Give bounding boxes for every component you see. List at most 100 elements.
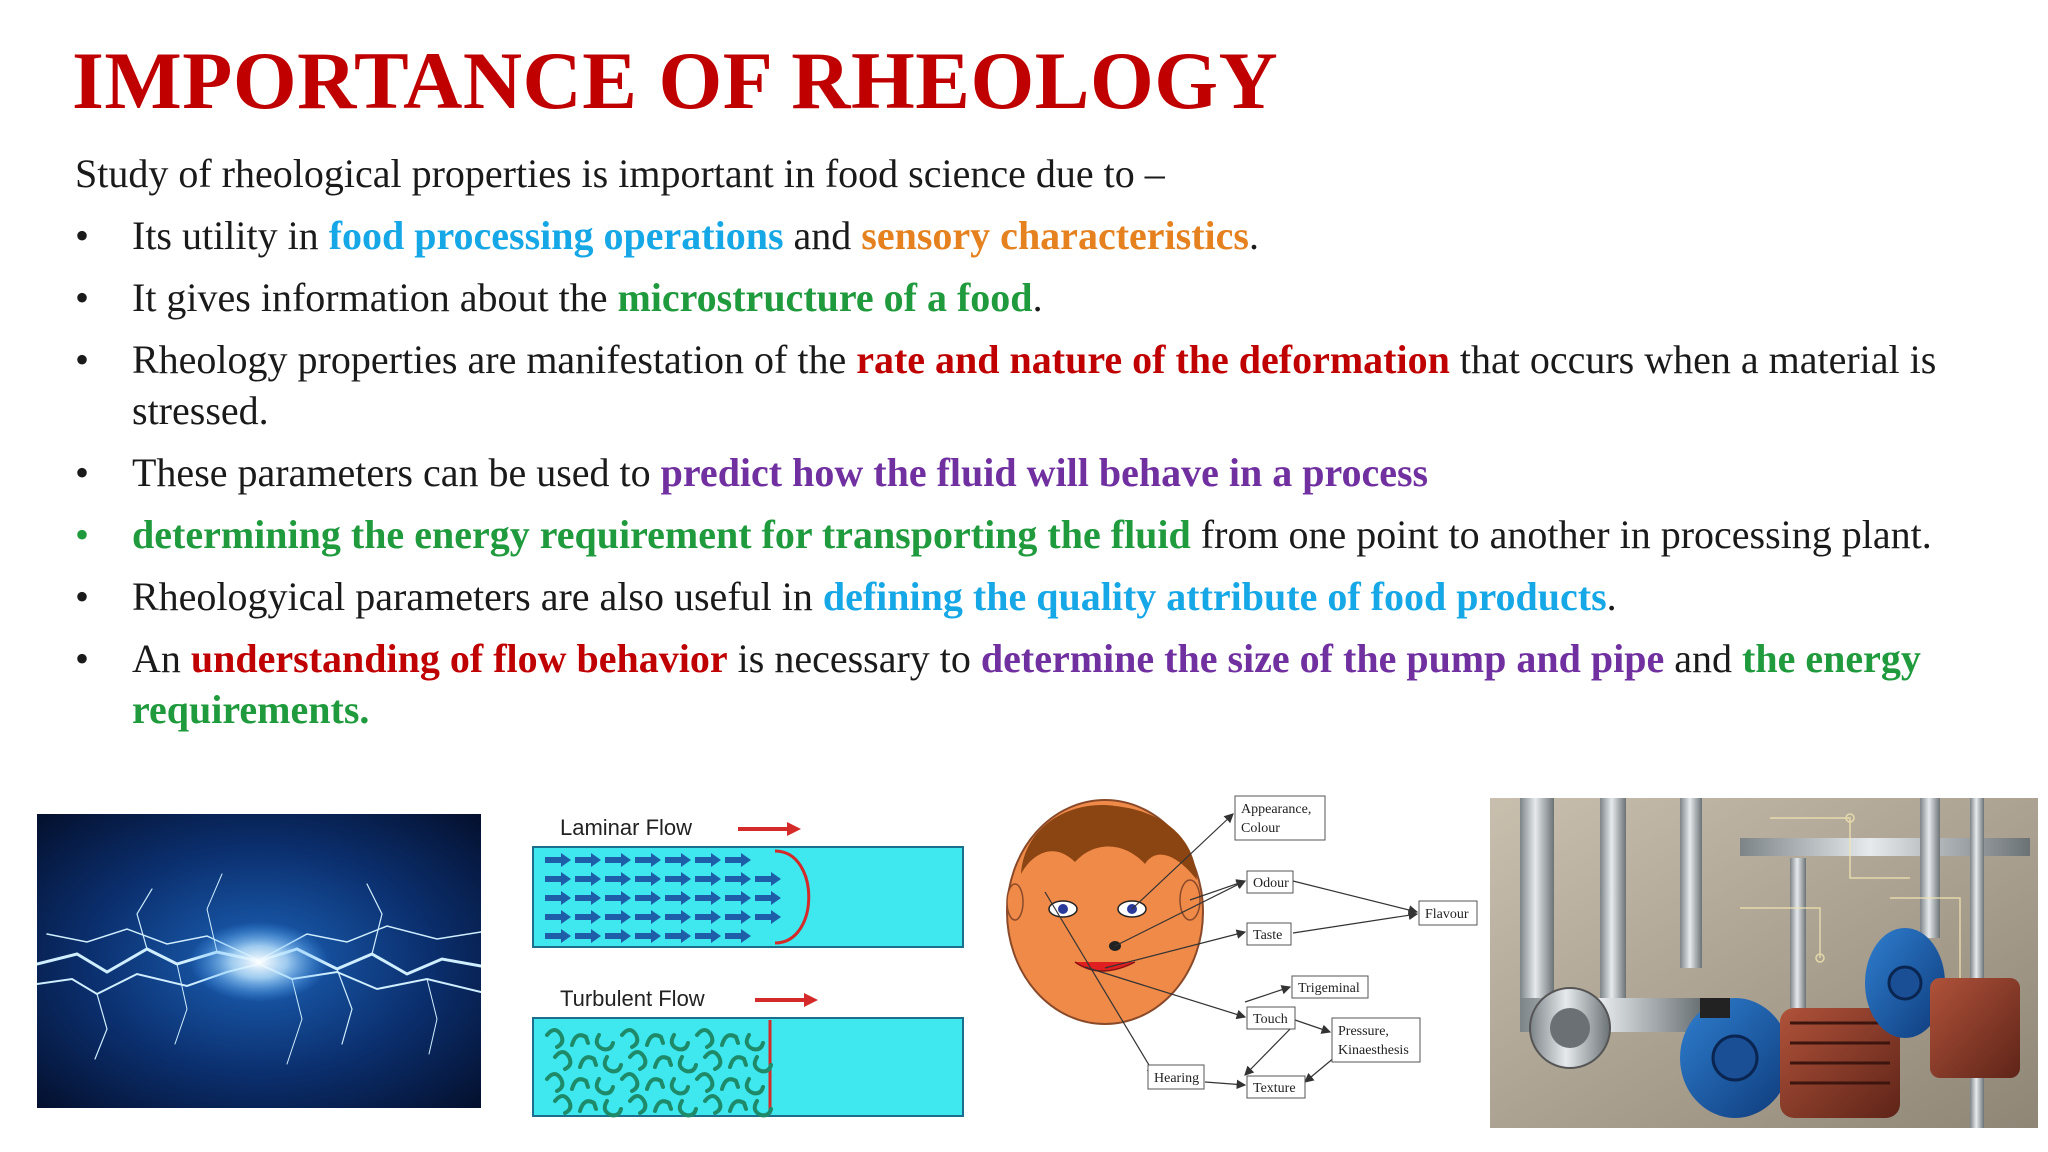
turbulent-eddy — [570, 1077, 590, 1091]
bullet-item: •Rheology properties are manifestation o… — [75, 334, 1975, 436]
turbulent-eddy — [677, 1055, 698, 1074]
face-hair — [1021, 805, 1197, 880]
highlighted-phrase: determine the size of the pump and pipe — [980, 636, 1665, 681]
node-trigeminal-box — [1291, 975, 1369, 999]
node-pressure-line1: Pressure, — [1338, 1024, 1389, 1039]
laminar-flow-label: Laminar Flow — [560, 815, 692, 840]
bullet-list: • Its utility in food processing operatio… — [75, 210, 1975, 735]
bullet-item: •These parameters can be used to predict… — [75, 447, 1975, 498]
laminar-arrow — [575, 853, 601, 867]
plant-overlay-lines — [1740, 813, 1961, 978]
turbulent-eddy — [594, 1033, 615, 1052]
turbulent-eddy — [669, 1033, 690, 1052]
slide-title: IMPORTANCE OF RHEOLOGY — [72, 35, 1279, 126]
lightning-core — [189, 922, 329, 1002]
laminar-arrow — [545, 929, 571, 943]
turbulent-eddy — [628, 1050, 648, 1071]
turbulent-eddy — [545, 1072, 565, 1093]
laminar-arrow — [575, 891, 601, 905]
node-touch-box — [1246, 1006, 1296, 1030]
bullet-text: Rheology properties are manifestation of… — [132, 337, 857, 382]
turbulent-eddy — [653, 1099, 673, 1113]
node-pressure-line2: Kinaesthesis — [1338, 1043, 1409, 1058]
bullet-text: Its utility in — [132, 213, 329, 258]
laminar-arrow — [725, 891, 751, 905]
node-hearing: Hearing — [1154, 1071, 1199, 1086]
node-texture-box — [1246, 1075, 1306, 1099]
laminar-arrow — [635, 910, 661, 924]
highlighted-phrase: sensory characteristics — [861, 213, 1249, 258]
laminar-direction-arrow — [738, 822, 801, 836]
laminar-arrow — [665, 910, 691, 924]
sensory-diagram-svg: Appearance, Colour Odour Taste Flavour T… — [1006, 795, 1478, 1099]
laminar-arrow — [665, 929, 691, 943]
bullet-item: •It gives information about the microstr… — [75, 272, 1975, 323]
left-pupil — [1058, 904, 1068, 914]
laminar-arrow — [575, 929, 601, 943]
turbulent-eddy — [645, 1033, 665, 1047]
turbulent-eddy — [744, 1033, 765, 1052]
laminar-arrow — [755, 891, 781, 905]
laminar-arrow — [605, 910, 631, 924]
laminar-arrow — [755, 872, 781, 886]
highlighted-phrase: the energy requirements. — [132, 636, 1921, 732]
laminar-arrow — [725, 910, 751, 924]
laminar-arrow — [545, 910, 571, 924]
highlighted-phrase: defining the quality attribute of food p… — [822, 574, 1607, 619]
red-motor — [1780, 1008, 1900, 1118]
turbulent-eddy — [653, 1055, 673, 1069]
turbulent-eddy — [553, 1094, 573, 1115]
bullet-text: Rheologyical parameters are also useful … — [132, 574, 823, 619]
node-taste-box — [1246, 922, 1292, 946]
sensory-nodes: Appearance, Colour Odour Taste Flavour T… — [1147, 795, 1478, 1099]
laminar-arrow — [665, 891, 691, 905]
laminar-arrow — [575, 910, 601, 924]
bullet-text: and — [783, 213, 862, 258]
left-ear — [1006, 883, 1024, 921]
turbulent-eddy — [620, 1028, 640, 1049]
laminar-arrow — [755, 910, 781, 924]
node-touch: Touch — [1253, 1012, 1288, 1027]
turbulent-eddy — [553, 1050, 573, 1071]
node-flavour-box — [1418, 900, 1478, 926]
laminar-arrow — [725, 872, 751, 886]
turbulent-eddy — [728, 1099, 748, 1113]
laminar-arrow — [695, 910, 721, 924]
turbulent-direction-arrow — [755, 993, 818, 1007]
turbulent-eddy — [645, 1077, 665, 1091]
turbulent-eddy — [695, 1028, 715, 1049]
turbulent-eddy — [578, 1099, 598, 1113]
laminar-arrows — [545, 853, 781, 943]
lightning-image — [35, 814, 483, 1108]
bullet-marker: • — [75, 275, 90, 320]
laminar-arrow — [665, 872, 691, 886]
laminar-arrow — [635, 891, 661, 905]
node-hearing-box — [1147, 1064, 1205, 1090]
turbulent-eddy — [545, 1028, 565, 1049]
bullet-marker: • — [75, 512, 90, 557]
bullet-marker: • — [75, 213, 90, 258]
node-appearance-box — [1234, 795, 1326, 841]
intro-text: Study of rheological properties is impor… — [75, 151, 1165, 196]
laminar-arrow — [635, 929, 661, 943]
bullet-item: • Rheologyical parameters are also useful… — [75, 571, 1975, 622]
node-trigeminal: Trigeminal — [1298, 981, 1360, 996]
turbulent-eddy — [744, 1077, 765, 1096]
turbulent-eddy — [720, 1033, 740, 1047]
laminar-arrow — [605, 853, 631, 867]
bullet-marker: • — [75, 636, 90, 681]
flow-diagram-svg: Laminar Flow Turbulent Flow — [532, 815, 964, 1118]
laminar-arrow — [725, 853, 751, 867]
turbulent-eddy — [752, 1099, 773, 1118]
highlighted-phrase: determining the energy requirement for t… — [132, 512, 1191, 557]
node-taste: Taste — [1253, 928, 1282, 943]
node-texture: Texture — [1253, 1081, 1296, 1096]
lightning-illustration — [35, 814, 483, 1108]
node-appearance-line2: Colour — [1241, 821, 1280, 836]
turbulent-eddy — [752, 1055, 773, 1074]
turbulent-eddy — [720, 1077, 740, 1091]
highlighted-phrase: food processing operations — [328, 213, 784, 258]
bullet-marker: • — [75, 574, 90, 619]
laminar-arrow — [725, 929, 751, 943]
face-illustration — [1006, 799, 1204, 1025]
